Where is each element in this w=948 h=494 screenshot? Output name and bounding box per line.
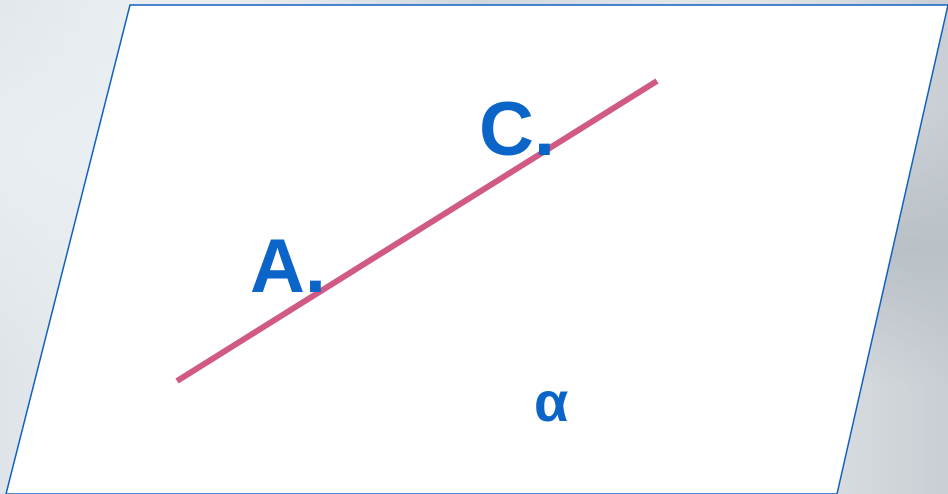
- line-through-a-c: [175, 78, 659, 384]
- point-a-label: A.: [250, 224, 326, 309]
- plane-alpha-label: α: [534, 370, 568, 433]
- point-c-label: C.: [479, 87, 555, 172]
- plane-alpha: [5, 4, 948, 494]
